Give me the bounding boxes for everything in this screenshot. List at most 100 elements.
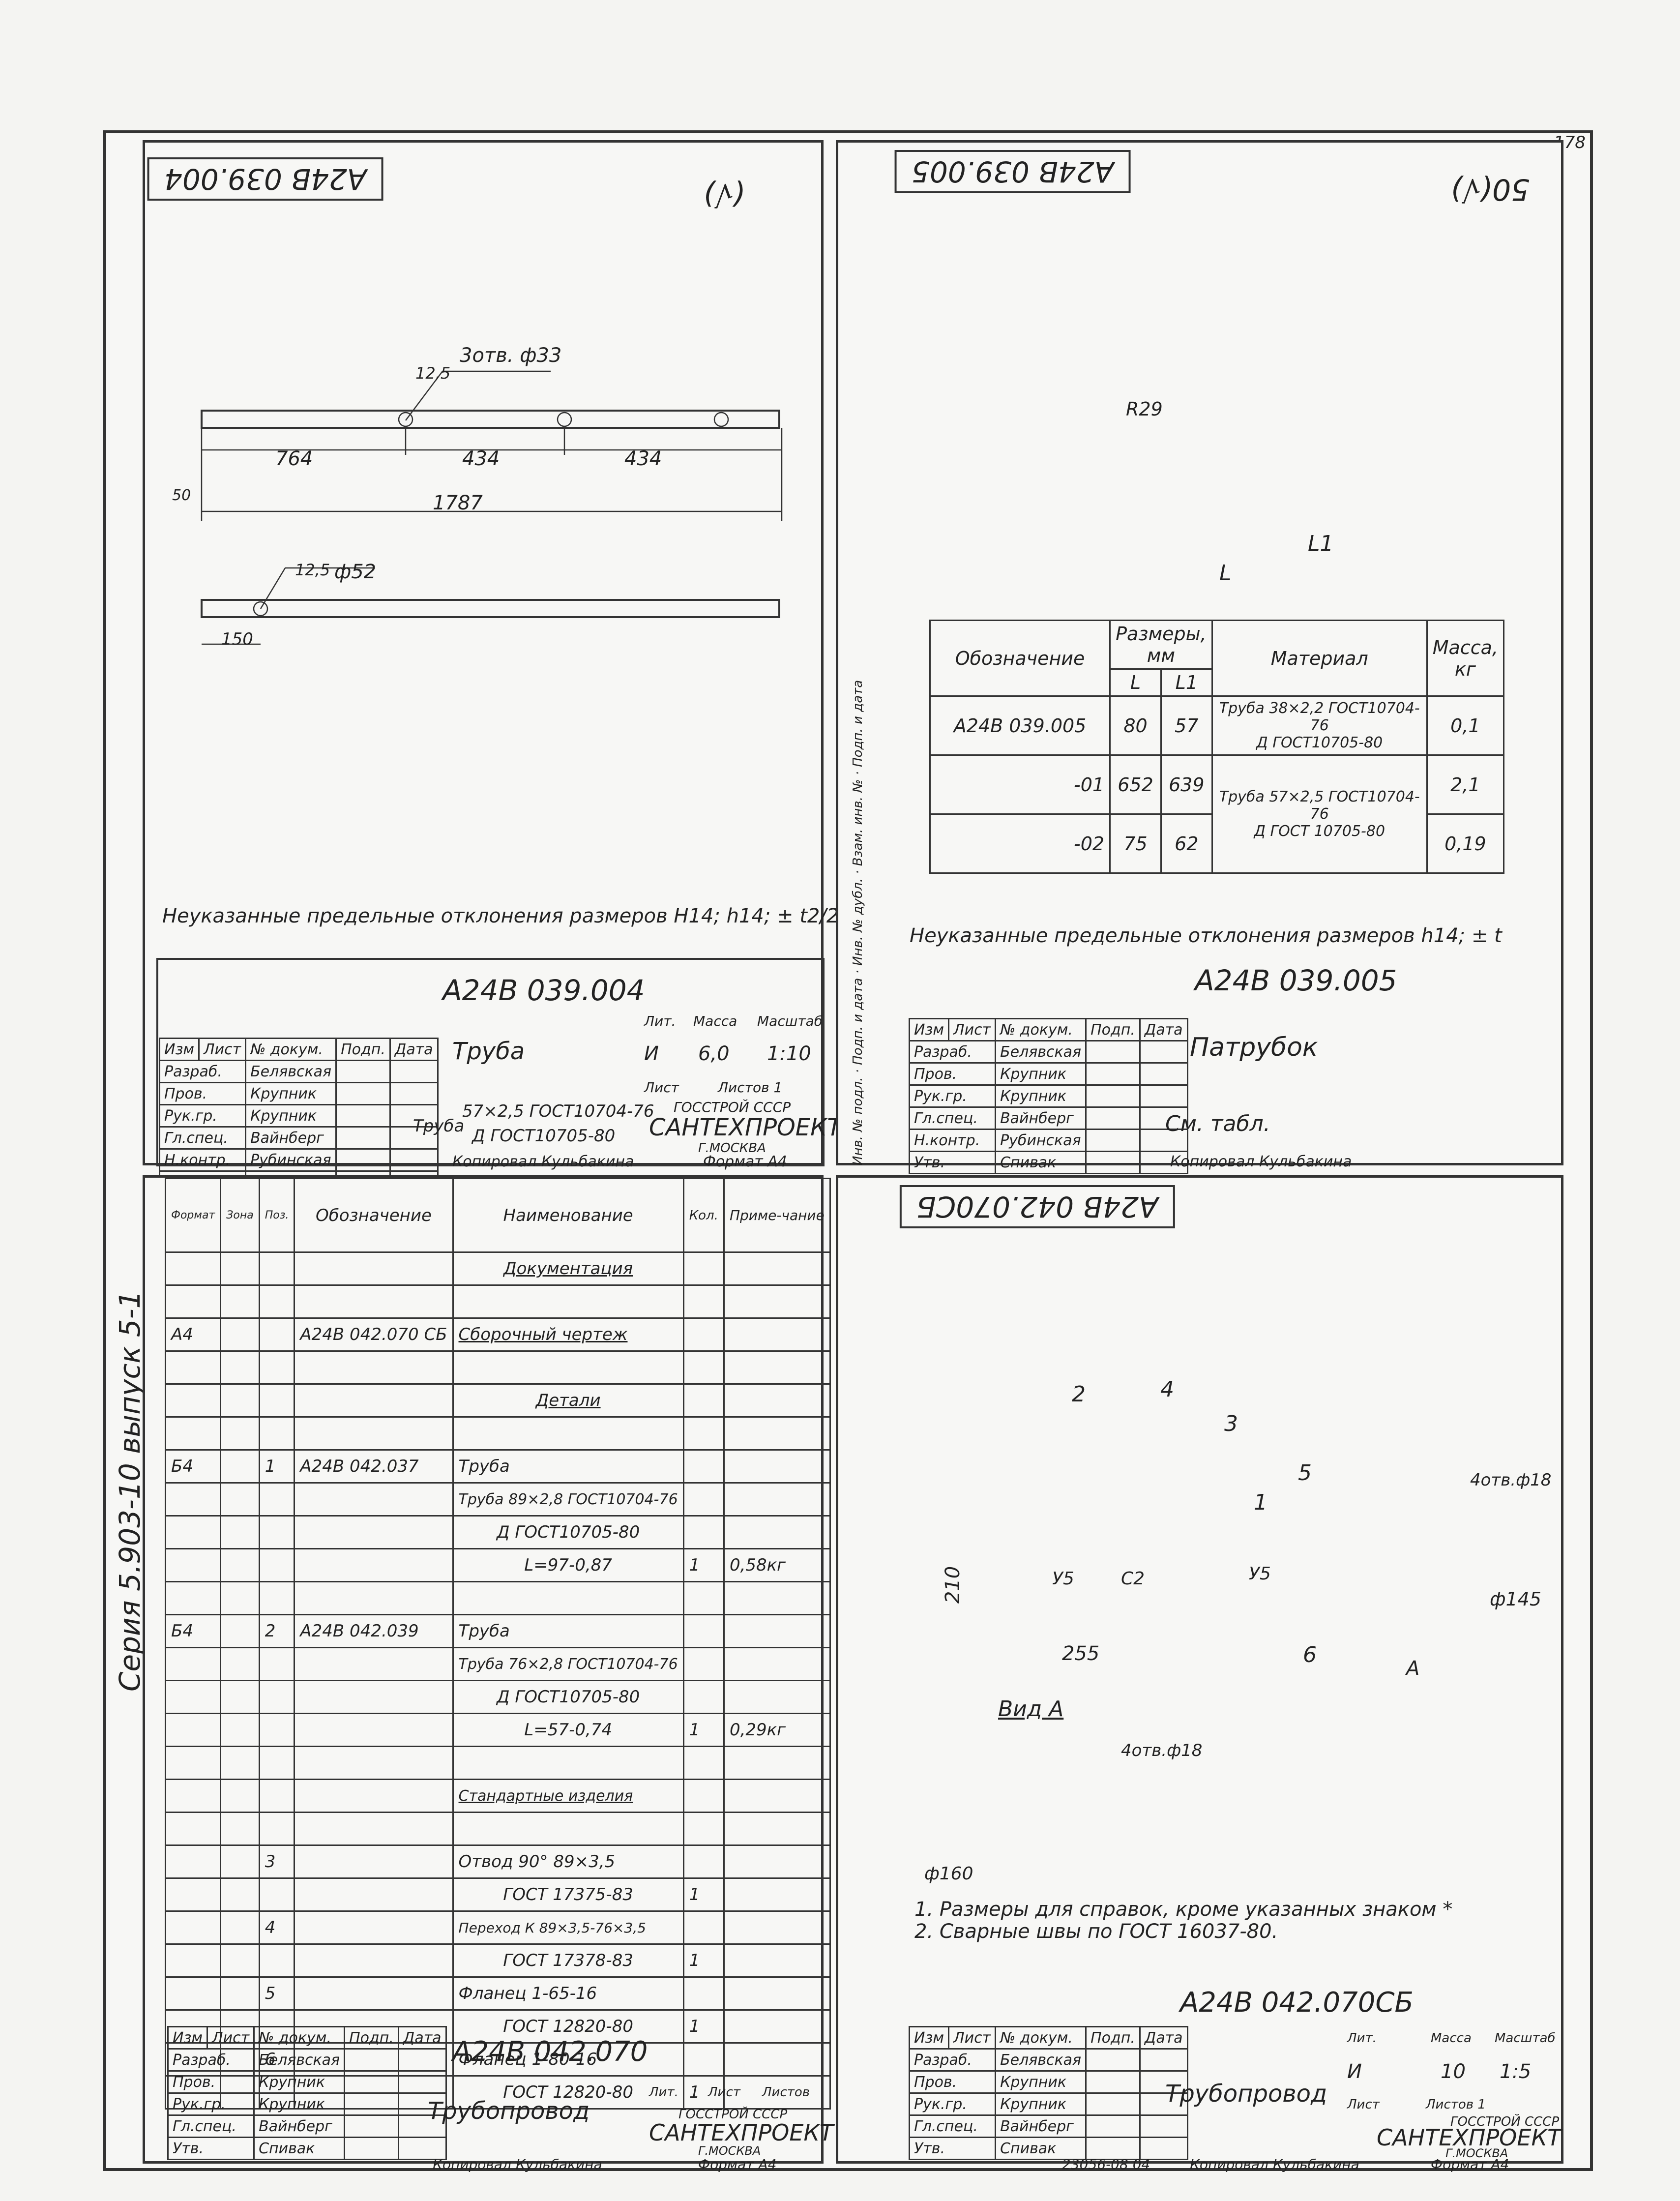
q1-col-sheet: Лист — [644, 1079, 679, 1096]
q4-organization: ГОССТРОЙ СССР — [1450, 2114, 1560, 2129]
q1-title: Труба — [452, 1038, 525, 1065]
q1-title-code: А24В 039.004 — [442, 974, 645, 1007]
q4-pos-6: 6 — [1303, 1642, 1317, 1667]
q4-sheets: Листов 1 — [1426, 2097, 1486, 2112]
q1-dim-764: 764 — [275, 447, 313, 470]
q4-dim-145: ф145 — [1490, 1588, 1542, 1610]
q4-holes-a: 4отв.ф18 — [1121, 1741, 1203, 1760]
q4-sheet — [836, 1175, 1563, 2164]
table-row: А24В 039.005 — [929, 695, 1111, 756]
q2-side-labels: Инв. № подл. · Подп. и дата · Инв. № дуб… — [851, 680, 865, 1165]
q1-lit: И — [644, 1042, 659, 1065]
q2-head-mass: Масса, кг — [1426, 620, 1505, 697]
q3-title-code: А24В 042.070 — [452, 2036, 648, 2068]
q1-city: Г.МОСКВА — [698, 1141, 766, 1156]
q4-dim-255: 255 — [1062, 1642, 1100, 1665]
q1-sheets: Листов 1 — [718, 1079, 783, 1096]
q2-material: См. табл. — [1165, 1111, 1270, 1136]
q4-weld-y5b: У5 — [1249, 1564, 1271, 1584]
q4-pos-4: 4 — [1160, 1377, 1174, 1402]
q2-dim-r29: R29 — [1126, 398, 1163, 420]
q2-roughness: 50(√) — [1450, 172, 1530, 207]
q1-col-lit: Лит. — [644, 1013, 676, 1029]
q2-tolerance-note: Неуказанные предельные отклонения размер… — [910, 924, 1502, 947]
q4-copied-by: Копировал Кульбакина — [1190, 2156, 1359, 2172]
q4-col-mass: Масса — [1431, 2031, 1472, 2046]
q1-dim-434a: 434 — [462, 447, 500, 470]
q4-scale: 1:5 — [1500, 2060, 1532, 2083]
q3-format: Формат А4 — [698, 2156, 777, 2172]
q1-dim-434b: 434 — [624, 447, 662, 470]
q4-city: Г.МОСКВА — [1445, 2146, 1508, 2160]
q1-organization: ГОССТРОЙ СССР — [674, 1099, 791, 1115]
q4-pos-1: 1 — [1254, 1490, 1267, 1515]
q4-view-arrow: А — [1406, 1657, 1420, 1680]
q4-dim-210: 210 — [942, 1566, 965, 1604]
q4-lit: И — [1347, 2060, 1362, 2083]
q2-dim-l: L — [1219, 561, 1232, 586]
q4-col-scale: Масштаб — [1495, 2031, 1556, 2046]
q4-dim-160: ф160 — [924, 1864, 973, 1884]
q3-org-name: САНТЕХПРОЕКТ — [649, 2119, 834, 2146]
q1-col-mass: Масса — [693, 1013, 737, 1029]
q2-size-table: Обозначение Размеры, мм Материал Масса, … — [929, 620, 1505, 874]
q1-copied-by: Копировал Кульбакина — [452, 1153, 634, 1170]
q4-org-name: САНТЕХПРОЕКТ — [1377, 2124, 1562, 2151]
q1-holes-note: 3отв. ф33 — [460, 344, 562, 367]
q1-mass: 6,0 — [698, 1042, 730, 1065]
q2-title-code: А24В 039.005 — [1195, 964, 1397, 997]
q4-pos-3: 3 — [1224, 1411, 1238, 1436]
q3-organization: ГОССТРОЙ СССР — [678, 2107, 788, 2122]
q3-col-sheets: Листов — [762, 2085, 810, 2100]
q1-sheet — [143, 140, 824, 1165]
q1-dim-52: ф52 — [334, 561, 377, 583]
q1-scale: 1:10 — [767, 1042, 811, 1065]
q1-org-name: САНТЕХПРОЕКТ — [649, 1114, 842, 1141]
q4-pos-5: 5 — [1298, 1460, 1312, 1486]
q4-note-1: 1. Размеры для справок, кроме указанных … — [914, 1898, 1453, 1921]
q1-dim-50: 50 — [172, 487, 191, 504]
q4-format: Формат А4 — [1431, 2156, 1509, 2172]
q2-head-sizes: Размеры, мм — [1109, 620, 1213, 670]
q3-col-lit: Лит. — [649, 2085, 678, 2100]
q2-code-stamp: А24В 039.005 — [895, 150, 1131, 193]
q2-title: Патрубок — [1190, 1033, 1318, 1062]
bottom-code: 23056-08 04 — [1062, 2156, 1150, 2172]
q1-dim-125b: 12,5 — [295, 561, 330, 579]
q1-dim-1787: 1787 — [433, 492, 483, 514]
table-row: -02 — [929, 813, 1111, 874]
q3-col-sheet: Лист — [708, 2085, 740, 2100]
q1-dim-125: 12,5 — [415, 364, 451, 383]
q4-col-sheet: Лист — [1347, 2097, 1380, 2112]
q2-head-designation: Обозначение — [929, 620, 1111, 697]
q1-material-2: Д ГОСТ10705-80 — [472, 1126, 616, 1146]
q4-code-stamp: А24В 042.070СБ — [900, 1185, 1175, 1228]
q4-col-lit: Лит. — [1347, 2031, 1377, 2046]
q1-material-prefix: Труба — [413, 1116, 465, 1136]
q2-dim-l1: L1 — [1308, 531, 1334, 556]
q3-spec-table: Формат Зона Поз. Обозначение Наименовани… — [164, 1178, 831, 2110]
q1-format: Формат А4 — [703, 1153, 787, 1170]
q4-title: Трубопровод — [1165, 2080, 1327, 2108]
q1-col-scale: Масштаб — [757, 1013, 823, 1029]
q4-holes: 4отв.ф18 — [1470, 1470, 1552, 1490]
q2-head-material: Материал — [1211, 620, 1428, 697]
q1-tolerance-note: Неуказанные предельные отклонения размер… — [162, 905, 839, 927]
q4-view-label: Вид А — [998, 1696, 1064, 1722]
q4-pos-2: 2 — [1072, 1382, 1086, 1407]
q3-title: Трубопровод — [428, 2097, 590, 2125]
q1-dim-150: 150 — [221, 629, 253, 649]
q4-title-code: А24В 042.070СБ — [1180, 1987, 1414, 2019]
q4-mass: 10 — [1441, 2060, 1466, 2083]
q2-copied-by: Копировал Кульбакина — [1170, 1153, 1352, 1170]
q4-weld-c2: С2 — [1121, 1569, 1145, 1589]
q3-copied-by: Копировал Кульбакина — [433, 2156, 602, 2172]
q4-note-2: 2. Сварные швы по ГОСТ 16037-80. — [914, 1920, 1278, 1943]
q4-weld-y5a: У5 — [1052, 1569, 1074, 1589]
table-row: -01 — [929, 754, 1111, 815]
